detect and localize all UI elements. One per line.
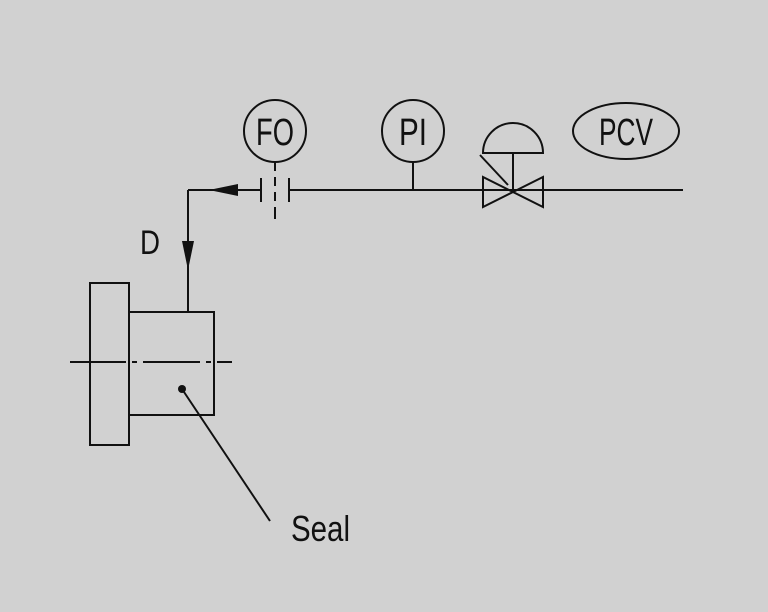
fo-label: FO <box>256 112 294 154</box>
pi-instrument-bubble: PI <box>381 99 445 163</box>
seal-assembly <box>70 282 232 446</box>
seal-chamber <box>128 311 215 416</box>
seal-leader-line <box>181 388 271 522</box>
flow-label-d: D <box>140 224 160 262</box>
seal-label: Seal <box>291 508 350 549</box>
flow-orifice <box>260 162 290 219</box>
fo-instrument-bubble: FO <box>243 99 307 163</box>
control-valve <box>479 122 545 209</box>
flow-arrow-left <box>209 184 238 196</box>
flow-arrow-down <box>182 241 194 270</box>
pcv-label: PCV <box>599 112 653 154</box>
pcv-instrument-bubble: PCV <box>572 102 680 160</box>
pi-label: PI <box>399 112 427 154</box>
